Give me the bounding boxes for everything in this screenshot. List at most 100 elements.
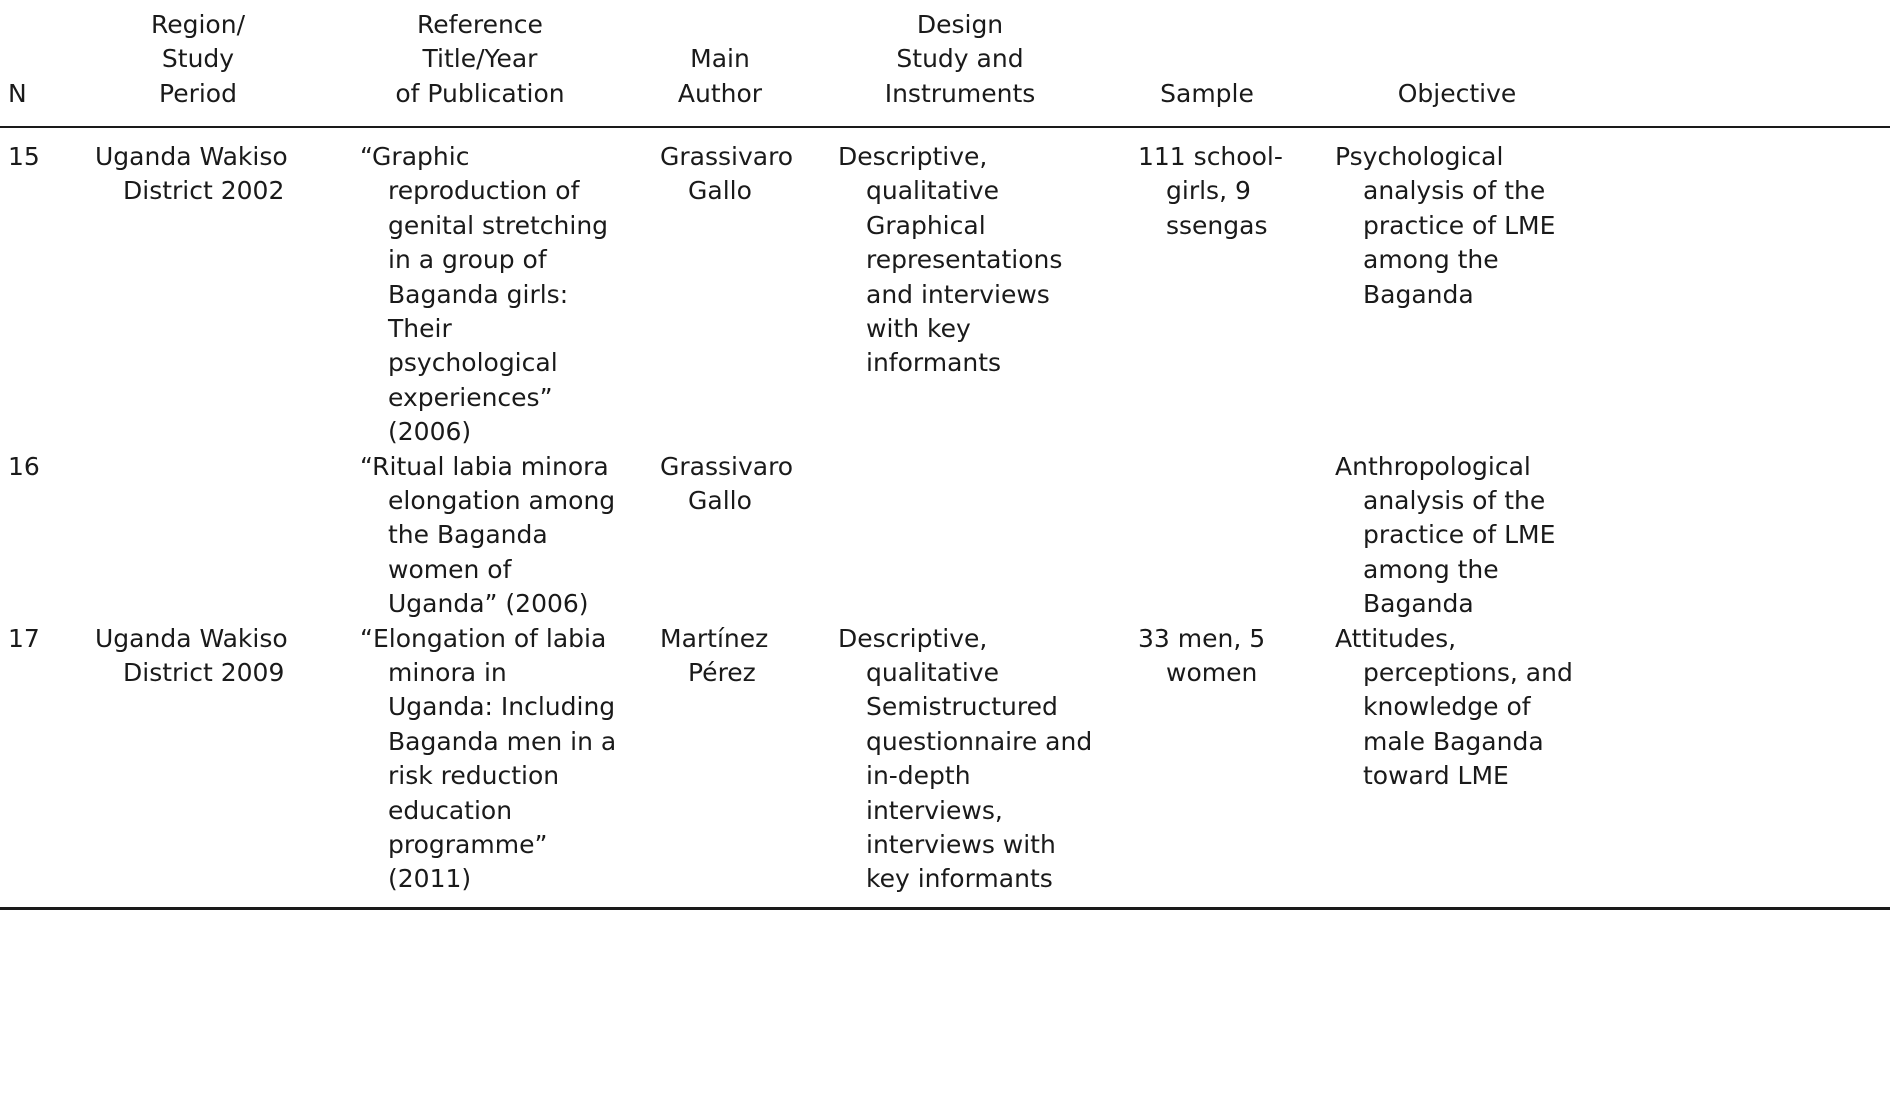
cell-line: interviews, — [866, 795, 1003, 825]
header-line: Instruments — [884, 78, 1036, 108]
cell-line: analysis of the — [1363, 176, 1546, 206]
header-line: Study — [161, 44, 235, 74]
header-rule — [0, 126, 1890, 128]
header-line: Study and — [896, 44, 1024, 74]
cell-line: in-depth — [866, 761, 971, 791]
cell-n: 16 — [8, 450, 40, 484]
cell-line: 17 — [8, 623, 40, 653]
cell-line: Attitudes, — [1335, 623, 1457, 653]
cell-line: questionnaire and — [866, 726, 1093, 756]
cell-line: Uganda: Including — [388, 692, 616, 722]
header-n: N — [8, 77, 27, 111]
cell-line: perceptions, and — [1363, 657, 1573, 687]
cell-line: Baganda — [1363, 589, 1474, 619]
cell-line: among the — [1363, 554, 1499, 584]
cell-line: interviews with — [866, 829, 1056, 859]
header-line: of Publication — [395, 78, 565, 108]
cell-line: Grassivaro — [660, 142, 794, 171]
cell-line: genital stretching — [388, 210, 609, 240]
cell-line: Gallo — [688, 485, 752, 515]
cell-line: Uganda Wakiso — [95, 142, 288, 171]
cell-n: 15 — [8, 140, 40, 174]
cell-line: “Graphic — [360, 142, 470, 171]
cell-line: Gallo — [688, 176, 752, 206]
cell-line: Grassivaro — [660, 451, 794, 481]
cell-line: the Baganda — [388, 520, 548, 550]
cell-line: Psychological — [1335, 142, 1504, 171]
cell-line: elongation among — [388, 485, 616, 515]
cell-line: (2011) — [388, 864, 472, 894]
cell-line: knowledge of — [1363, 692, 1531, 722]
cell-line: practice of LME — [1363, 210, 1556, 240]
cell-line: education — [388, 795, 513, 825]
cell-line: Descriptive, — [838, 623, 988, 653]
cell-line: reproduction of — [388, 176, 580, 206]
cell-line: (2006) — [388, 417, 472, 447]
cell-line: risk reduction — [388, 761, 560, 791]
cell-line: in a group of — [388, 245, 547, 275]
cell-n: 17 — [8, 622, 40, 656]
cell-line: Graphical — [866, 210, 986, 240]
cell-line: Baganda girls: — [388, 279, 569, 309]
cell-line: Pérez — [688, 657, 756, 687]
cell-line: analysis of the — [1363, 485, 1546, 515]
cell-line: Uganda Wakiso — [95, 623, 288, 653]
header-line: Region/ — [150, 10, 246, 39]
cell-line: minora in — [388, 657, 507, 687]
cell-line: girls, 9 — [1166, 176, 1251, 206]
cell-line: representations — [866, 245, 1063, 275]
cell-line: 33 men, 5 — [1138, 623, 1266, 653]
cell-line: “Ritual labia minora — [360, 451, 609, 481]
cell-line: toward LME — [1363, 761, 1509, 791]
cell-line: with key — [866, 313, 971, 343]
header-objective: Objective — [1398, 77, 1517, 111]
cell-objective: Psychological analysis of the practice of … — [1335, 140, 1555, 312]
header-line: Title/Year — [422, 44, 538, 74]
cell-line: 15 — [8, 142, 40, 171]
header-line: Sample — [1160, 78, 1254, 108]
cell-line: 111 school- — [1138, 142, 1283, 171]
header-line: Main — [690, 44, 750, 74]
cell-line: informants — [866, 348, 1002, 378]
header-line: Design — [916, 10, 1004, 39]
cell-line: among the — [1363, 245, 1499, 275]
cell-objective: Anthropological analysis of the practice o… — [1335, 450, 1555, 622]
cell-line: women of — [388, 554, 512, 584]
cell-line: District 2002 — [123, 176, 285, 206]
cell-line: qualitative — [866, 657, 999, 687]
cell-line: Baganda — [1363, 279, 1474, 309]
cell-line: Baganda men in a — [388, 726, 617, 756]
cell-reference: “Graphic reproduction of genital stretchin… — [360, 140, 608, 450]
cell-line: Semistructured — [866, 692, 1058, 722]
cell-line: qualitative — [866, 176, 999, 206]
cell-line: Their — [388, 313, 452, 343]
cell-objective: Attitudes, perceptions, and knowledge of ma… — [1335, 622, 1573, 794]
cell-line: women — [1166, 657, 1258, 687]
header-line: Objective — [1397, 78, 1517, 108]
header-line: Author — [677, 78, 763, 108]
cell-line: Martínez — [660, 623, 769, 653]
cell-line: Anthropological — [1335, 451, 1531, 481]
cell-line: 16 — [8, 451, 40, 481]
header-line: Period — [159, 78, 237, 108]
header-sample: Sample — [1160, 77, 1254, 111]
cell-line: male Baganda — [1363, 726, 1544, 756]
cell-line: experiences” — [388, 382, 553, 412]
cell-line: Descriptive, — [838, 142, 988, 171]
cell-reference: “Ritual labia minora elongation among the … — [360, 450, 615, 622]
cell-line: practice of LME — [1363, 520, 1556, 550]
cell-line: key informants — [866, 864, 1053, 894]
